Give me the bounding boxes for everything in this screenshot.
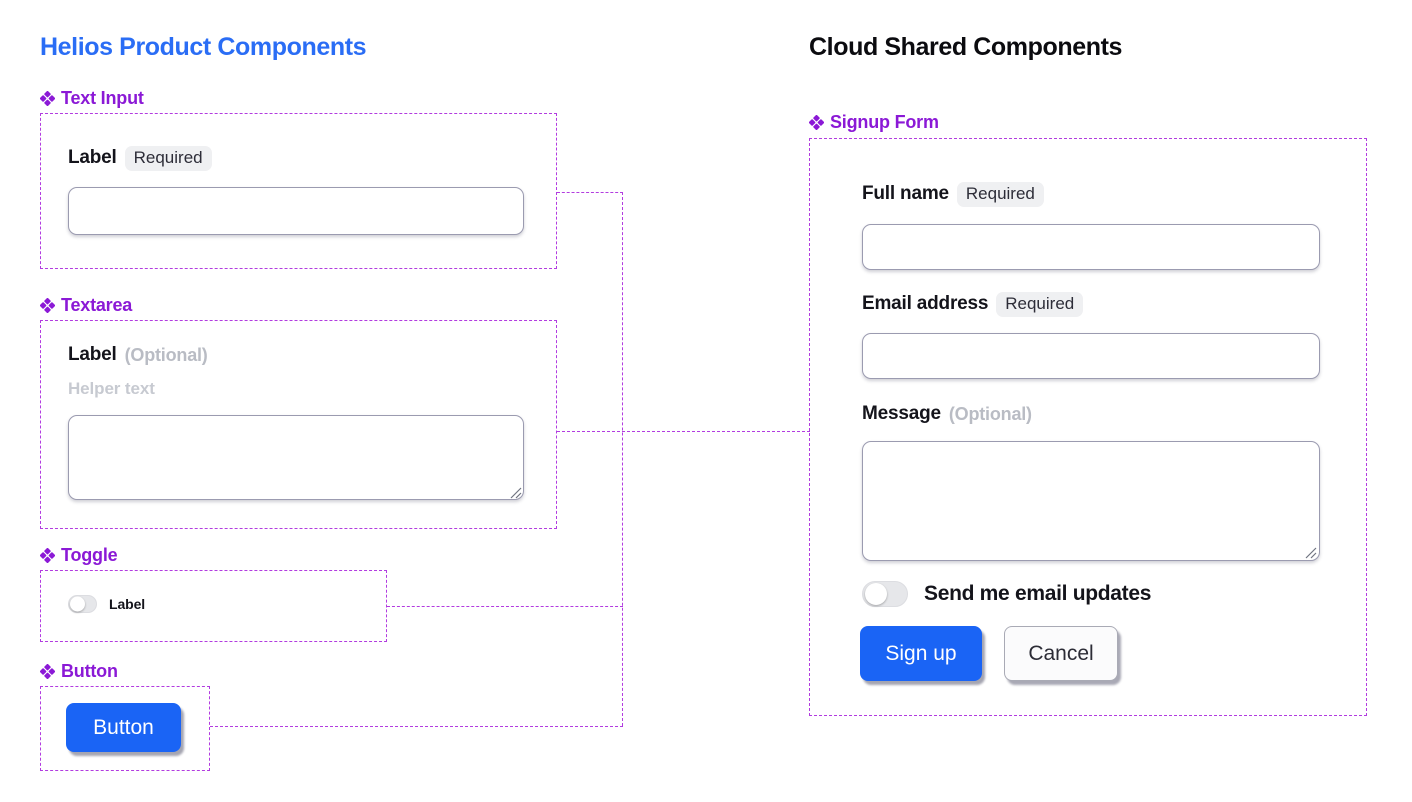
section-label-text: Text Input — [61, 88, 144, 108]
label-text: Full name — [862, 183, 949, 205]
full-name-input[interactable] — [862, 224, 1320, 270]
section-label-text: Textarea — [61, 295, 133, 315]
label-email-address: Email address Required — [862, 292, 1084, 317]
section-label-text: Button — [61, 661, 118, 681]
label-full-name: Full name Required — [862, 182, 1044, 207]
connector-text-input-horizontal — [557, 192, 623, 193]
page-title-cloud-shared: Cloud Shared Components — [809, 33, 1123, 61]
cancel-button[interactable]: Cancel — [1004, 626, 1118, 681]
frame-text-input — [40, 113, 557, 269]
section-label-button: Button — [40, 661, 118, 682]
toggle-knob — [70, 596, 85, 612]
label-text: Email address — [862, 293, 989, 315]
email-updates-toggle[interactable] — [862, 581, 908, 607]
page-title-helios: Helios Product Components — [40, 33, 367, 61]
label-optional: (Optional) — [948, 403, 1032, 424]
section-label-toggle: Toggle — [40, 545, 118, 566]
frame-toggle — [40, 570, 387, 642]
connector-trunk-vertical — [622, 192, 623, 726]
helper-text-textarea: Helper text — [68, 379, 155, 398]
label-message: Message (Optional) — [862, 403, 1032, 425]
label-text: Label — [68, 344, 117, 365]
toggle-row-email-updates[interactable]: Send me email updates — [862, 581, 1151, 607]
component-diamond-icon — [40, 298, 55, 313]
section-label-text: Signup Form — [830, 112, 939, 132]
frame-button — [40, 686, 210, 771]
label-text: Label — [68, 147, 117, 169]
section-label-text: Toggle — [61, 545, 118, 565]
button-demo[interactable]: Button — [66, 703, 181, 752]
section-label-textarea: Textarea — [40, 295, 132, 316]
label-textarea: Label (Optional) — [68, 344, 208, 366]
frame-textarea — [40, 320, 557, 529]
badge-required: Required — [124, 146, 212, 171]
badge-required: Required — [956, 182, 1044, 207]
label-text-input: Label Required — [68, 146, 212, 171]
toggle-switch[interactable] — [68, 595, 97, 613]
connector-textarea-horizontal — [557, 431, 810, 432]
component-diamond-icon — [40, 91, 55, 106]
component-diamond-icon — [40, 548, 55, 563]
toggle-label: Label — [109, 596, 146, 612]
text-input-field[interactable] — [68, 187, 524, 235]
sign-up-button[interactable]: Sign up — [860, 626, 982, 681]
connector-toggle-horizontal — [387, 606, 623, 607]
badge-required: Required — [996, 292, 1084, 317]
connector-button-horizontal — [210, 726, 623, 727]
section-label-signup-form: Signup Form — [809, 112, 939, 133]
email-address-input[interactable] — [862, 333, 1320, 379]
toggle-knob — [865, 583, 887, 605]
frame-signup-form — [809, 138, 1367, 716]
textarea-field[interactable] — [68, 415, 524, 500]
label-optional: (Optional) — [124, 344, 208, 365]
label-text: Message — [862, 403, 941, 424]
section-label-text-input: Text Input — [40, 88, 144, 109]
message-textarea[interactable] — [862, 441, 1320, 561]
email-updates-label: Send me email updates — [924, 582, 1152, 605]
toggle-row-label[interactable]: Label — [68, 595, 145, 613]
component-diamond-icon — [809, 115, 824, 130]
component-diamond-icon — [40, 664, 55, 679]
